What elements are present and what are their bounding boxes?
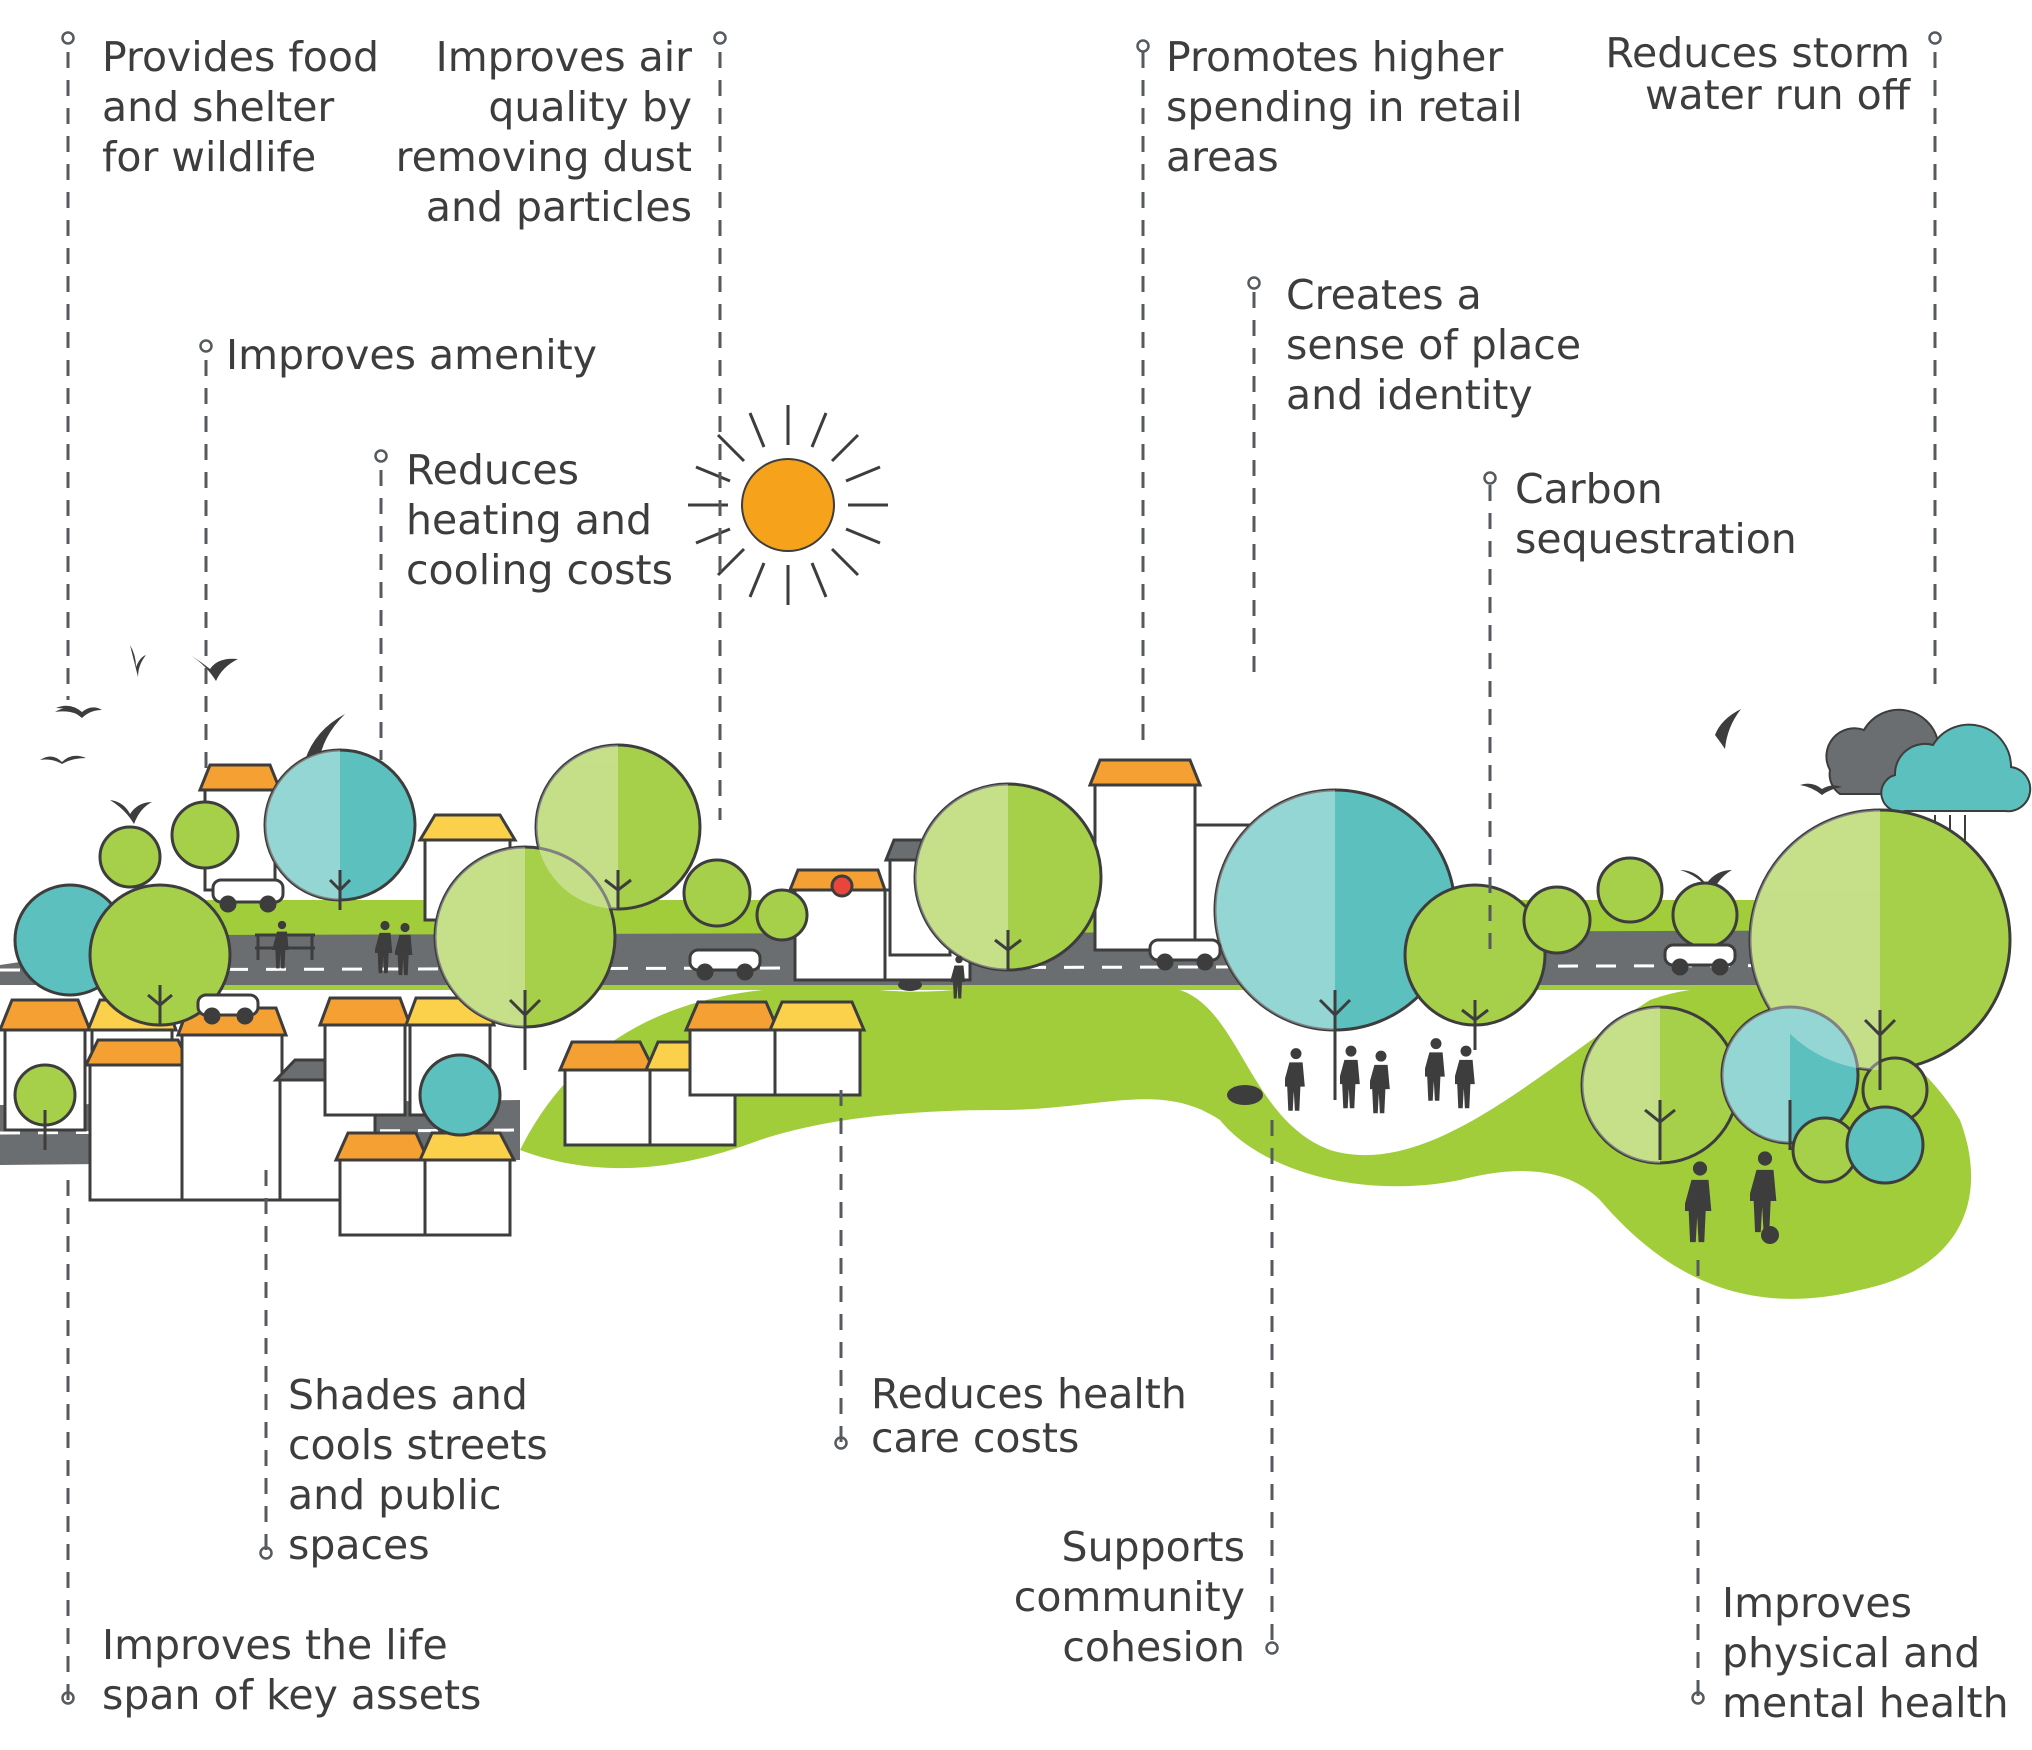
bench-icon [255, 933, 315, 960]
label-line: quality by [488, 83, 692, 131]
label-line: for wildlife [102, 133, 317, 181]
label-line: Improves air [435, 33, 692, 81]
label-line: Carbon [1515, 465, 1663, 513]
label-line: and particles [425, 183, 692, 231]
label-line: Promotes higher [1166, 33, 1504, 81]
label-health-costs: Reduces health care costs [871, 1372, 1187, 1460]
label-carbon: Carbon sequestration [1515, 464, 1797, 564]
label-line: Reduces [406, 446, 580, 494]
label-line: removing dust [395, 133, 692, 181]
label-amenity: Improves amenity [226, 330, 597, 380]
label-line: and public [288, 1471, 502, 1519]
car-icons [196, 878, 1737, 1025]
houses-left [0, 763, 867, 1237]
label-wildlife: Provides food and shelter for wildlife [102, 32, 379, 182]
people-icons [272, 920, 1779, 1244]
label-line: mental health [1722, 1679, 2009, 1727]
sun-icon [688, 405, 888, 605]
label-line: Improves amenity [226, 331, 597, 379]
label-storm-water: Reduces storm water run off [1605, 32, 1910, 116]
label-line: community [1013, 1573, 1245, 1621]
trees [13, 743, 2012, 1185]
leader-lines [66, 52, 1937, 1700]
label-line: areas [1166, 133, 1279, 181]
tree-highlights [265, 745, 1880, 1163]
label-life-span: Improves the life span of key assets [102, 1620, 481, 1720]
label-air-quality: Improves air quality by removing dust an… [396, 32, 692, 232]
label-line: Improves the life [102, 1621, 448, 1669]
label-line: cooling costs [406, 546, 673, 594]
bird-icons [40, 645, 1842, 894]
label-line: span of key assets [102, 1671, 482, 1719]
label-line: sequestration [1515, 515, 1797, 563]
label-line: Improves [1722, 1579, 1912, 1627]
label-line: Reduces storm [1605, 29, 1910, 77]
label-shades: Shades and cools streets and public spac… [288, 1370, 548, 1570]
label-line: care costs [871, 1414, 1080, 1462]
label-line: cools streets [288, 1421, 548, 1469]
label-line: physical and [1722, 1629, 1981, 1677]
label-line: cohesion [1062, 1623, 1245, 1671]
label-line: sense of place [1286, 321, 1582, 369]
label-line: and shelter [102, 83, 335, 131]
label-line: spending in retail [1166, 83, 1523, 131]
label-sense-of-place: Creates a sense of place and identity [1286, 270, 1581, 420]
label-line: Reduces health [871, 1370, 1187, 1418]
cloud-icon [1825, 708, 2032, 890]
label-cohesion: Supports community cohesion [1014, 1522, 1245, 1672]
label-line: water run off [1644, 71, 1910, 119]
label-retail: Promotes higher spending in retail areas [1166, 32, 1523, 182]
label-line: Creates a [1286, 271, 1482, 319]
label-heating-cooling: Reduces heating and cooling costs [406, 445, 673, 595]
label-line: heating and [406, 496, 652, 544]
label-line: Supports [1061, 1523, 1245, 1571]
label-line: and identity [1286, 371, 1533, 419]
label-physical-mental: Improves physical and mental health [1722, 1578, 2009, 1728]
label-line: Shades and [288, 1371, 528, 1419]
label-line: spaces [288, 1521, 430, 1569]
tree-trunks [43, 870, 1897, 1160]
label-line: Provides food [102, 33, 379, 81]
